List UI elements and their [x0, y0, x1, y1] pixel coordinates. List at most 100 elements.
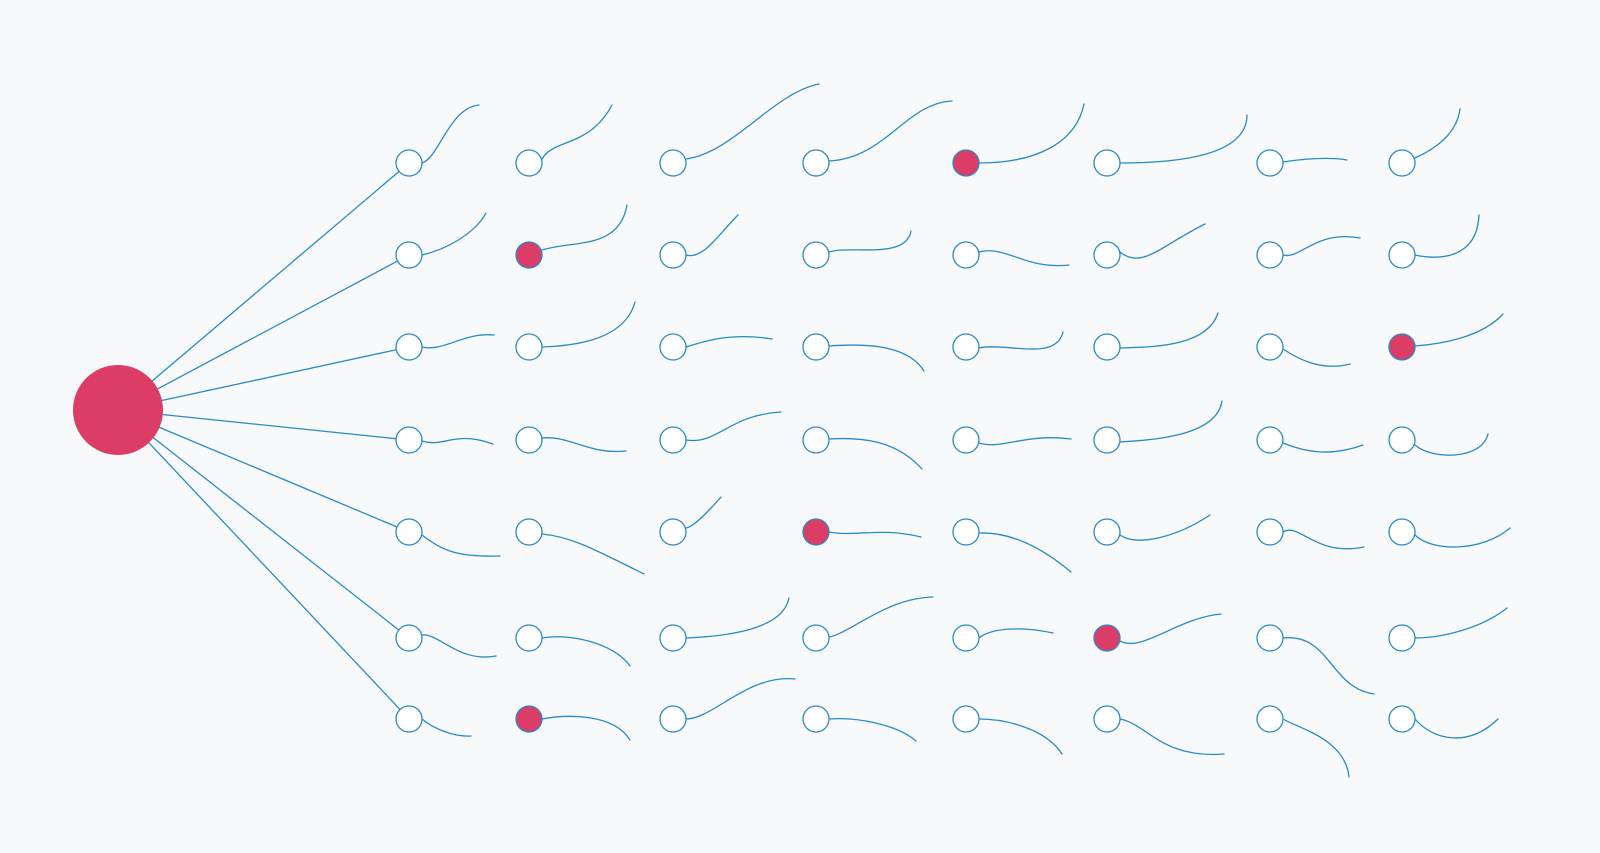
node: [395, 241, 423, 269]
node: [1256, 241, 1284, 269]
node: [659, 624, 687, 652]
hub-node: [73, 365, 163, 455]
node-tail: [828, 596, 934, 638]
node: [802, 426, 830, 454]
hub-edge: [150, 170, 400, 383]
node-tail: [1282, 529, 1365, 550]
hub-edge: [147, 440, 401, 710]
node: [395, 149, 423, 177]
node: [1256, 333, 1284, 361]
node: [1093, 149, 1121, 177]
node-tail: [978, 628, 1054, 639]
node-tail: [1119, 514, 1211, 541]
node: [1093, 705, 1121, 733]
node: [1256, 149, 1284, 177]
node-tail: [1282, 637, 1375, 695]
highlighted-node: [1388, 333, 1416, 361]
node: [802, 149, 830, 177]
highlighted-node: [952, 149, 980, 177]
node: [1256, 624, 1284, 652]
node: [395, 426, 423, 454]
node: [659, 241, 687, 269]
node: [1093, 518, 1121, 546]
node-grid: [395, 149, 1416, 733]
hub-edges: [147, 170, 401, 710]
node: [952, 705, 980, 733]
node-tail: [1414, 433, 1489, 456]
node: [1388, 518, 1416, 546]
highlighted-node: [1093, 624, 1121, 652]
node-tail: [421, 718, 472, 737]
node-tails: [421, 83, 1511, 778]
node: [1093, 333, 1121, 361]
node: [802, 705, 830, 733]
node-tail: [1282, 718, 1350, 778]
node-tail: [828, 718, 917, 742]
node-tail: [978, 250, 1070, 267]
node-tail: [1414, 718, 1499, 739]
node-tail: [685, 678, 796, 720]
node-tail: [978, 718, 1063, 755]
node-tail: [421, 334, 495, 349]
node: [952, 241, 980, 269]
node-tail: [978, 103, 1085, 164]
node: [659, 149, 687, 177]
node: [395, 518, 423, 546]
node-tail: [828, 100, 953, 162]
node: [952, 518, 980, 546]
node-tail: [1414, 527, 1511, 548]
node: [659, 426, 687, 454]
node-tail: [1119, 223, 1206, 259]
node-tail: [541, 301, 636, 348]
node-tail: [541, 533, 645, 575]
hub-layer: [73, 365, 163, 455]
node-tail: [1414, 607, 1508, 639]
node: [515, 426, 543, 454]
node-tail: [828, 230, 912, 253]
node-tail: [685, 597, 790, 639]
node-tail: [828, 344, 925, 372]
node: [1388, 149, 1416, 177]
node-tail: [541, 437, 627, 453]
node-tail: [421, 534, 501, 557]
node-tail: [541, 204, 628, 251]
hub-edge: [151, 436, 400, 631]
node-tail: [1119, 114, 1248, 164]
node-tail: [421, 437, 494, 445]
node-tail: [685, 496, 722, 529]
node-tail: [1119, 312, 1219, 349]
hub-edge: [160, 413, 397, 440]
node-tail: [1282, 236, 1361, 257]
node-tail: [541, 636, 631, 667]
node: [515, 333, 543, 361]
node: [395, 333, 423, 361]
node-tail: [685, 83, 820, 160]
node-tail: [978, 532, 1072, 573]
node-tail: [1282, 348, 1351, 367]
node-tail: [1414, 108, 1461, 159]
node-tail: [1414, 214, 1480, 258]
hub-edge: [155, 260, 398, 391]
hub-edge: [157, 426, 398, 528]
node-tail: [421, 634, 497, 658]
node-tail: [1119, 400, 1223, 443]
node: [659, 518, 687, 546]
node-tail: [541, 104, 613, 160]
node-tail: [1282, 442, 1364, 453]
node-tail: [421, 212, 487, 256]
node-tail: [1282, 157, 1348, 163]
node: [395, 624, 423, 652]
node: [802, 241, 830, 269]
node-tail: [1119, 718, 1225, 756]
node: [1388, 426, 1416, 454]
node-tail: [685, 411, 782, 442]
node: [952, 426, 980, 454]
node: [1256, 518, 1284, 546]
node-tail: [685, 214, 739, 257]
node-tail: [828, 531, 922, 538]
node: [515, 149, 543, 177]
highlighted-node: [515, 705, 543, 733]
node-tail: [828, 437, 923, 470]
